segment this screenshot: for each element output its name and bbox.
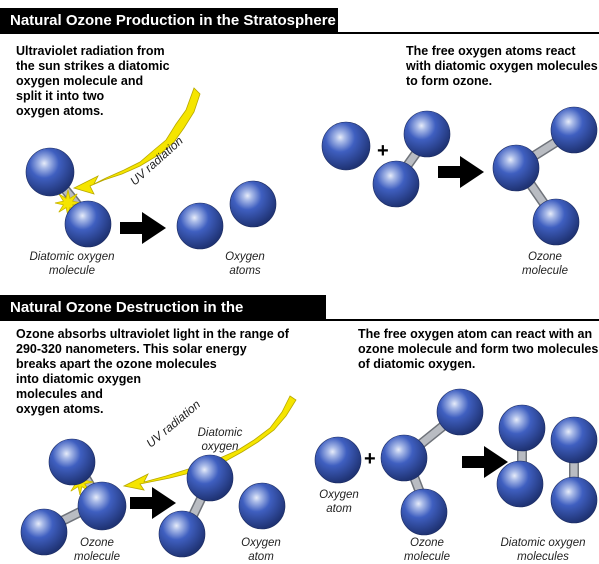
plus-sign: + bbox=[364, 448, 376, 470]
label-line: Ozone bbox=[80, 537, 114, 549]
text-line: breaks apart the ozone molecules bbox=[16, 357, 217, 371]
oxygen-atom-sphere bbox=[498, 404, 546, 452]
destruction-left-text: Ozone absorbs ultraviolet light in the r… bbox=[16, 327, 289, 417]
ozone-molecule-label: Ozone molecule bbox=[62, 536, 132, 564]
label-line: Oxygen bbox=[225, 251, 265, 263]
oxygen-atom-sphere bbox=[321, 121, 371, 171]
oxygen-atom-sphere bbox=[64, 200, 112, 248]
oxygen-atom-sphere bbox=[20, 508, 68, 556]
label-line: molecule bbox=[73, 551, 121, 563]
production-title-rule bbox=[0, 32, 599, 34]
text-line: with diatomic oxygen molecules bbox=[406, 59, 598, 73]
oxygen-atom-sphere bbox=[238, 482, 286, 530]
ozone-molecule-label-right: Ozone molecule bbox=[392, 536, 462, 564]
oxygen-atom-sphere bbox=[532, 198, 580, 246]
oxygen-atom-sphere bbox=[25, 147, 75, 197]
oxygen-atom-sphere bbox=[186, 454, 234, 502]
oxygen-atom-sphere bbox=[158, 510, 206, 558]
oxygen-atom-sphere bbox=[372, 160, 420, 208]
label-line: Diatomic bbox=[197, 427, 243, 439]
oxygen-atom-sphere bbox=[48, 438, 96, 486]
text-line: into diatomic oxygen bbox=[16, 372, 142, 386]
destruction-title-rule bbox=[0, 319, 599, 321]
oxygen-atom-sphere bbox=[436, 388, 484, 436]
oxygen-atom-sphere bbox=[77, 481, 127, 531]
oxygen-atom-label: Oxygen atom bbox=[226, 536, 296, 564]
oxygen-atom-sphere bbox=[380, 434, 428, 482]
ozone-molecule-label: Ozone molecule bbox=[500, 250, 590, 278]
oxygen-atom-sphere bbox=[492, 144, 540, 192]
destruction-right-text: The free oxygen atom can react with an o… bbox=[358, 327, 598, 372]
production-right-text: The free oxygen atoms react with diatomi… bbox=[406, 44, 598, 89]
oxygen-atom-sphere bbox=[550, 416, 598, 464]
text-line: oxygen molecule and bbox=[16, 74, 144, 88]
diatomic-oxygen-label: Diatomic oxygen bbox=[185, 426, 255, 454]
label-line: Diatomic oxygen bbox=[29, 251, 115, 263]
text-line: Ozone absorbs ultraviolet light in the r… bbox=[16, 327, 289, 341]
text-line: split it into two bbox=[16, 89, 105, 103]
label-line: Oxygen bbox=[319, 489, 359, 501]
label-line: atom bbox=[248, 551, 274, 563]
destruction-title: Natural Ozone Destruction in the Stratos… bbox=[0, 295, 326, 342]
text-line: The free oxygen atom can react with an bbox=[358, 327, 593, 341]
label-line: molecule bbox=[48, 265, 96, 277]
text-line: 290-320 nanometers. This solar energy bbox=[16, 342, 247, 356]
text-line: oxygen atoms. bbox=[16, 104, 104, 118]
oxygen-atom-sphere bbox=[550, 476, 598, 524]
label-line: molecule bbox=[521, 265, 569, 277]
text-line: oxygen atoms. bbox=[16, 402, 104, 416]
plus-sign: + bbox=[377, 140, 389, 162]
label-line: Diatomic oxygen bbox=[500, 537, 586, 549]
label-line: atom bbox=[326, 503, 352, 515]
uv-radiation-arrow bbox=[122, 395, 297, 491]
oxygen-atom-sphere bbox=[400, 488, 448, 536]
text-line: ozone molecule and form two molecules bbox=[358, 342, 599, 356]
label-line: molecule bbox=[403, 551, 451, 563]
label-line: oxygen bbox=[201, 441, 239, 453]
text-line: the sun strikes a diatomic bbox=[16, 59, 170, 73]
reaction-arrow bbox=[120, 212, 166, 244]
text-line: The free oxygen atoms react bbox=[406, 44, 576, 58]
oxygen-atom-sphere bbox=[496, 460, 544, 508]
oxygen-atom-label-right: Oxygen atom bbox=[304, 488, 374, 516]
reaction-arrow bbox=[462, 446, 508, 478]
reaction-arrow bbox=[438, 156, 484, 188]
label-line: Ozone bbox=[410, 537, 444, 549]
label-line: atoms bbox=[229, 265, 261, 277]
oxygen-atoms-label: Oxygen atoms bbox=[200, 250, 290, 278]
label-line: molecules bbox=[517, 551, 569, 563]
diatomic-oxygen-molecules-label: Diatomic oxygen molecules bbox=[488, 536, 598, 564]
label-line: Oxygen bbox=[241, 537, 281, 549]
uv-radiation-arrow bbox=[72, 87, 201, 195]
oxygen-atom-sphere bbox=[176, 202, 224, 250]
production-title: Natural Ozone Production in the Stratosp… bbox=[0, 8, 338, 34]
text-line: to form ozone. bbox=[406, 74, 493, 88]
oxygen-atom-sphere bbox=[229, 180, 277, 228]
label-line: Ozone bbox=[528, 251, 562, 263]
reaction-arrow bbox=[130, 487, 176, 519]
production-left-text: Ultraviolet radiation from the sun strik… bbox=[16, 44, 170, 119]
oxygen-atom-sphere bbox=[403, 110, 451, 158]
text-line: Ultraviolet radiation from bbox=[16, 44, 165, 58]
text-line: of diatomic oxygen. bbox=[358, 357, 476, 371]
oxygen-atom-sphere bbox=[550, 106, 598, 154]
oxygen-atom-sphere bbox=[314, 436, 362, 484]
diatomic-oxygen-molecule-label: Diatomic oxygen molecule bbox=[12, 250, 132, 278]
text-line: molecules and bbox=[16, 387, 103, 401]
